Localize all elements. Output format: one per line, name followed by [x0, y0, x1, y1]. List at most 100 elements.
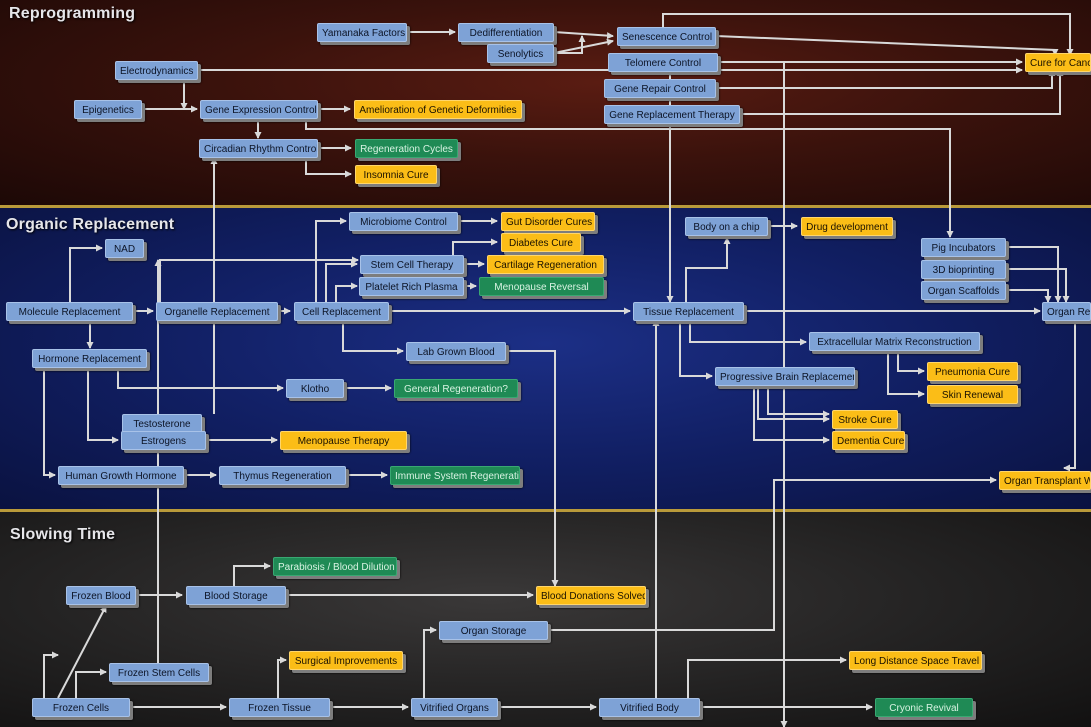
node-dedifferentiation[interactable]: Dedifferentiation: [458, 23, 554, 42]
node-vitrified-body[interactable]: Vitrified Body: [599, 698, 700, 717]
node-insomnia-cure[interactable]: Insomnia Cure: [355, 165, 437, 184]
node-drug-development[interactable]: Drug development: [801, 217, 893, 236]
node-organ-replacement[interactable]: Organ Replacement: [1042, 302, 1091, 321]
node-progressive-brain-replacement[interactable]: Progressive Brain Replacement: [715, 367, 855, 386]
wire: [305, 158, 352, 178]
node-surgical-improvements[interactable]: Surgical Improvements: [289, 651, 403, 670]
node-circadian-rhythm-control[interactable]: Circadian Rhythm Control: [199, 139, 318, 158]
node-3d-bioprinting[interactable]: 3D bioprinting: [921, 260, 1006, 279]
node-menopause-therapy[interactable]: Menopause Therapy: [280, 431, 407, 450]
node-lab-grown-blood[interactable]: Lab Grown Blood: [406, 342, 506, 361]
wire: [553, 38, 614, 54]
node-hormone-replacement[interactable]: Hormone Replacement: [32, 349, 147, 368]
node-yamanaka-factors[interactable]: Yamanaka Factors: [317, 23, 407, 42]
wire: [325, 260, 358, 302]
node-amelioration-of-genetic-deformities[interactable]: Amelioration of Genetic Deformities: [354, 100, 522, 119]
node-klotho[interactable]: Klotho: [286, 379, 344, 398]
wire: [662, 13, 1074, 56]
node-extracellular-matrix-reconstruction[interactable]: Extracellular Matrix Reconstruction: [809, 332, 980, 351]
section-divider: [0, 205, 1091, 208]
node-thymus-regeneration[interactable]: Thymus Regeneration: [219, 466, 346, 485]
wire: [679, 321, 713, 380]
node-vitrified-organs[interactable]: Vitrified Organs: [411, 698, 498, 717]
node-organ-storage[interactable]: Organ Storage: [439, 621, 548, 640]
wire: [423, 626, 437, 698]
node-human-growth-hormone[interactable]: Human Growth Hormone: [58, 466, 184, 485]
node-platelet-rich-plasma[interactable]: Platelet Rich Plasma: [359, 277, 464, 296]
wire: [335, 282, 358, 302]
node-organ-scaffolds[interactable]: Organ Scaffolds: [921, 281, 1006, 300]
node-long-distance-space-travel[interactable]: Long Distance Space Travel: [849, 651, 982, 670]
node-blood-storage[interactable]: Blood Storage: [186, 586, 286, 605]
wire: [753, 386, 830, 444]
node-tissue-replacement[interactable]: Tissue Replacement: [633, 302, 744, 321]
node-parabiosis-blood-dilution[interactable]: Parabiosis / Blood Dilution: [273, 557, 397, 576]
node-menopause-reversal[interactable]: Menopause Reversal: [479, 277, 604, 296]
node-senescence-control[interactable]: Senescence Control: [617, 27, 716, 46]
node-gene-expression-control[interactable]: Gene Expression Control: [200, 100, 318, 119]
node-telomere-control[interactable]: Telomere Control: [608, 53, 718, 72]
wire: [757, 386, 830, 423]
wire: [315, 217, 347, 302]
node-cell-replacement[interactable]: Cell Replacement: [294, 302, 389, 321]
wire: [75, 668, 107, 698]
node-regeneration-cycles[interactable]: Regeneration Cycles: [355, 139, 458, 158]
wire: [685, 237, 731, 302]
wire: [277, 656, 287, 698]
wire: [506, 350, 559, 587]
wire: [69, 244, 103, 302]
node-senolytics[interactable]: Senolytics: [487, 44, 554, 63]
node-skin-renewal[interactable]: Skin Renewal: [927, 385, 1018, 404]
wire: [897, 351, 925, 375]
node-general-regeneration[interactable]: General Regeneration?: [394, 379, 518, 398]
node-nad[interactable]: NAD: [105, 239, 144, 258]
node-body-on-a-chip[interactable]: Body on a chip: [685, 217, 768, 236]
wire: [159, 256, 359, 302]
node-diabetes-cure[interactable]: Diabetes Cure: [501, 233, 581, 252]
node-gut-disorder-cures[interactable]: Gut Disorder Cures: [501, 212, 595, 231]
wire: [233, 562, 271, 586]
section-title-reprogramming: Reprogramming: [9, 5, 136, 22]
node-frozen-tissue[interactable]: Frozen Tissue: [229, 698, 330, 717]
wire: [43, 368, 56, 479]
node-dementia-cure[interactable]: Dementia Cure: [832, 431, 905, 450]
wire: [117, 368, 284, 392]
node-cartilage-regeneration[interactable]: Cartilage Regeneration: [487, 255, 604, 274]
section-title-slowing-time: Slowing Time: [10, 526, 116, 543]
wire: [767, 386, 830, 418]
node-immune-system-regeneration[interactable]: Immune System Regeneration: [390, 466, 520, 485]
wire: [1006, 246, 1062, 303]
wire: [57, 605, 107, 699]
node-electrodynamics[interactable]: Electrodynamics: [115, 61, 198, 80]
node-cryonic-revival[interactable]: Cryonic Revival: [875, 698, 973, 717]
wire: [887, 351, 925, 398]
node-frozen-blood[interactable]: Frozen Blood: [66, 586, 136, 605]
node-frozen-stem-cells[interactable]: Frozen Stem Cells: [109, 663, 209, 682]
wire: [342, 321, 404, 355]
node-cure-for-cancer[interactable]: Cure for Cancer: [1025, 53, 1091, 72]
wire: [716, 69, 1056, 89]
wire: [548, 476, 997, 631]
node-epigenetics[interactable]: Epigenetics: [74, 100, 142, 119]
node-estrogens[interactable]: Estrogens: [121, 431, 206, 450]
node-pneumonia-cure[interactable]: Pneumonia Cure: [927, 362, 1018, 381]
node-microbiome-control[interactable]: Microbiome Control: [349, 212, 458, 231]
node-frozen-cells[interactable]: Frozen Cells: [32, 698, 130, 717]
section-title-organic-replacement: Organic Replacement: [6, 216, 175, 233]
wire: [1006, 289, 1052, 303]
node-gene-replacement-therapy[interactable]: Gene Replacement Therapy: [604, 105, 740, 124]
node-organ-transplant-waitlist[interactable]: Organ Transplant Waitlist: [999, 471, 1091, 490]
slowing-time-band: [0, 512, 1091, 727]
wire: [689, 321, 807, 346]
wire: [715, 35, 1059, 56]
node-organelle-replacement[interactable]: Organelle Replacement: [156, 302, 278, 321]
wire: [1063, 320, 1076, 472]
node-pig-incubators[interactable]: Pig Incubators: [921, 238, 1006, 257]
node-stem-cell-therapy[interactable]: Stem Cell Therapy: [360, 255, 464, 274]
node-stroke-cure[interactable]: Stroke Cure: [832, 410, 898, 429]
wire: [554, 35, 586, 54]
node-blood-donations-solved[interactable]: Blood Donations Solved: [536, 586, 646, 605]
node-molecule-replacement[interactable]: Molecule Replacement: [6, 302, 133, 321]
wire: [1006, 268, 1070, 303]
node-gene-repair-control[interactable]: Gene Repair Control: [604, 79, 716, 98]
